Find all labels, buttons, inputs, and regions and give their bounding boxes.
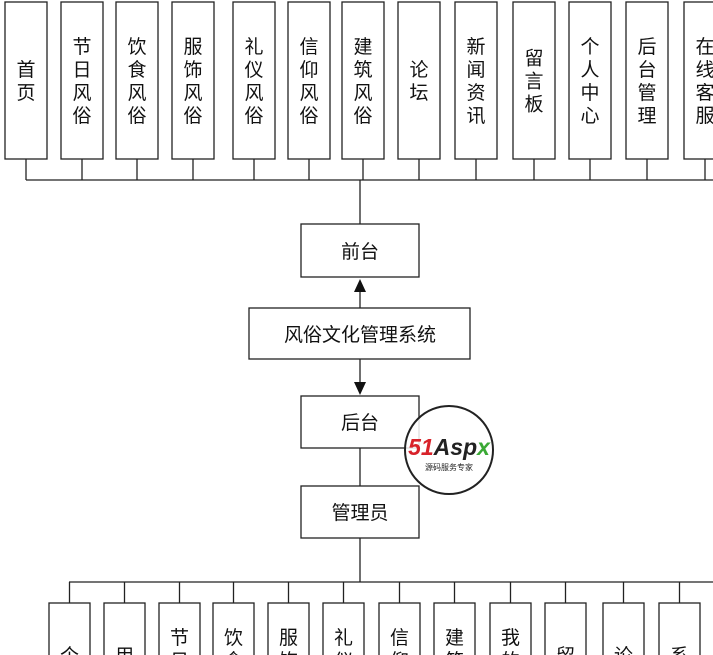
bottom-module-box <box>433 602 476 655</box>
top-module-label: 留言板 <box>524 48 543 116</box>
top-module-box <box>341 1 385 160</box>
backend-module-row: 个 用 节日 饮食 服饰 礼仪 信仰 建筑 我的留 论 系 <box>48 602 701 655</box>
bottom-module-box <box>544 602 587 655</box>
top-module-box <box>287 1 331 160</box>
bottom-module-box <box>489 602 532 655</box>
watermark-brand-x: x <box>475 434 491 460</box>
bottom-module-label: 个 <box>60 645 79 655</box>
arrow-to-backend-head <box>354 382 366 395</box>
bottom-module-label: 信仰 <box>390 627 409 655</box>
top-module-label: 服饰风俗 <box>183 36 202 127</box>
top-module-label: 论坛 <box>409 59 428 104</box>
top-module-label: 首页 <box>16 59 35 104</box>
top-module-label: 后台管理 <box>637 36 656 127</box>
top-module-label: 饮食风俗 <box>127 36 146 127</box>
backend-box <box>300 395 420 449</box>
bottom-module-box <box>212 602 255 655</box>
watermark-brand-sp: sp <box>450 434 477 460</box>
bottom-module-label: 留 <box>556 645 575 655</box>
bottom-module-box <box>103 602 146 655</box>
top-module-label: 信仰风俗 <box>299 36 318 127</box>
bottom-module-label: 建筑 <box>445 627 464 655</box>
top-module-box <box>568 1 612 160</box>
watermark-logo: 51Aspx 源码服务专家 <box>404 405 494 495</box>
bottom-module-label: 我的 <box>501 627 520 655</box>
top-module-box <box>397 1 441 160</box>
top-connector-lines <box>25 159 713 181</box>
top-module-box <box>4 1 48 160</box>
top-module-box <box>683 1 713 160</box>
frontend-box <box>300 223 420 278</box>
top-module-box <box>115 1 159 160</box>
top-module-box <box>232 1 276 160</box>
bottom-connector-lines <box>68 581 713 603</box>
frontend-label: 前台 <box>341 241 379 263</box>
bottom-module-box <box>602 602 645 655</box>
top-module-label: 个人中心 <box>580 36 599 127</box>
admin-box <box>300 485 420 539</box>
top-module-label: 礼仪风俗 <box>244 36 263 127</box>
bottom-module-box <box>158 602 201 655</box>
bottom-module-label: 饮食 <box>224 627 243 655</box>
watermark-brand: 51Aspx <box>408 434 491 460</box>
bottom-module-label: 节日 <box>170 627 189 655</box>
bottom-module-label: 服饰 <box>279 627 298 655</box>
bottom-module-box <box>48 602 91 655</box>
top-module-label: 建筑风俗 <box>353 36 372 127</box>
watermark-ring <box>404 405 494 495</box>
watermark-brand-a: A <box>433 434 451 460</box>
bottom-module-box <box>658 602 701 655</box>
bottom-module-label: 礼仪 <box>334 627 353 655</box>
system-box <box>248 307 471 360</box>
top-module-label: 新闻资讯 <box>466 36 485 127</box>
bottom-module-label: 用 <box>115 645 134 655</box>
bottom-module-box <box>322 602 365 655</box>
top-module-label: 在线客服 <box>695 36 713 127</box>
bottom-module-label: 论 <box>614 645 633 655</box>
arrow-to-frontend-head <box>354 279 366 292</box>
frontend-module-row: 首页 节日风俗 饮食风俗 服饰风俗 礼仪风俗 信仰风俗 建筑风俗 论坛 新闻资讯 留言板 个人中心 后… <box>4 1 713 160</box>
backend-label: 后台 <box>341 412 379 434</box>
system-label: 风俗文化管理系统 <box>284 324 436 346</box>
admin-label: 管理员 <box>331 502 388 524</box>
top-module-box <box>171 1 215 160</box>
top-module-box <box>625 1 669 160</box>
top-module-box <box>512 1 556 160</box>
top-module-box <box>454 1 498 160</box>
watermark-brand-51: 51 <box>408 434 434 460</box>
bottom-module-box <box>267 602 310 655</box>
bottom-module-label: 系 <box>670 645 689 655</box>
watermark-tagline: 源码服务专家 <box>425 462 473 472</box>
bottom-module-box <box>378 602 421 655</box>
top-module-label: 节日风俗 <box>72 36 91 127</box>
top-module-box <box>60 1 104 160</box>
